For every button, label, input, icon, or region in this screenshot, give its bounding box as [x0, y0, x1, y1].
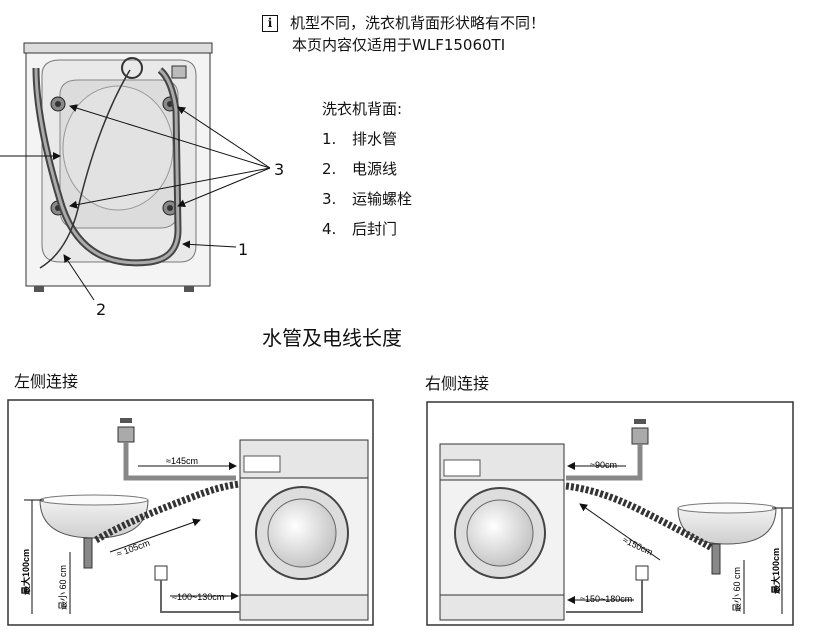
legend-item: 2.电源线 [322, 160, 398, 178]
note-line-2: 本页内容仅适用于WLF15060TI [292, 36, 506, 54]
callout-2: 2 [96, 300, 107, 319]
right-max-height: 最大100cm [770, 548, 781, 594]
legend-title: 洗衣机背面: [322, 100, 403, 118]
left-power-length: ≈100~130cm [172, 592, 224, 602]
left-connection-title: 左侧连接 [14, 372, 79, 391]
info-icon: i [262, 15, 278, 32]
callout-3: 3 [274, 160, 285, 179]
right-inlet-length: ≈90cm [590, 460, 617, 470]
right-connection-title: 右侧连接 [425, 374, 490, 393]
left-connection-diagram [7, 399, 374, 626]
right-min-height: 最小 60 cm [732, 567, 742, 612]
section-title: 水管及电线长度 [262, 326, 402, 350]
left-max-height: 最大100cm [20, 549, 31, 595]
left-min-height: 最小 60 cm [58, 565, 68, 610]
right-power-length: ≈150~180cm [580, 594, 632, 604]
legend-item: 1.排水管 [322, 130, 398, 148]
back-legend: 洗衣机背面: 1.排水管 2.电源线 3.运输螺栓 4.后封门 [322, 94, 412, 244]
callout-1: 1 [238, 240, 249, 259]
left-inlet-length: ≈145cm [166, 456, 198, 466]
right-connection-diagram [426, 401, 794, 626]
legend-item: 4.后封门 [322, 220, 398, 238]
legend-item: 3.运输螺栓 [322, 190, 413, 208]
washer-back-illustration [0, 42, 271, 301]
